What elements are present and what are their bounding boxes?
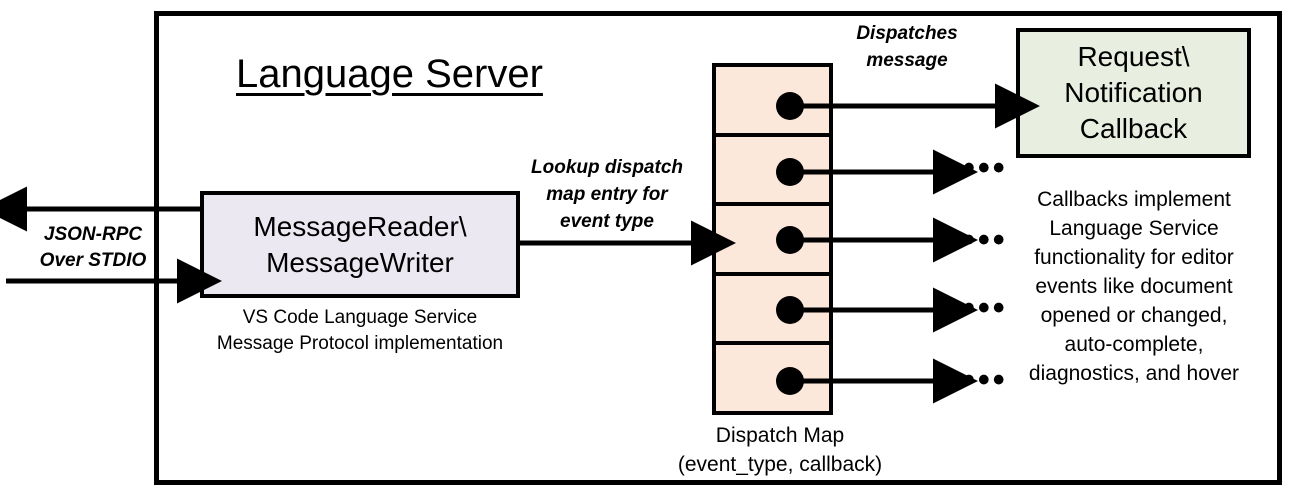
- request-notification-callback-box[interactable]: Request\ Notification Callback: [1016, 28, 1251, 158]
- dispatch-map-caption-line1: Dispatch Map: [715, 424, 845, 447]
- message-box-line1: MessageReader\: [253, 210, 467, 242]
- dispatch-map-caption-line2: (event_type, callback): [677, 453, 883, 476]
- dispatch-map-caption: Dispatch Map (event_type, callback): [640, 421, 920, 479]
- callback-desc-line2: Language Service: [1049, 217, 1219, 240]
- callback-desc-line7: diagnostics, and hover: [1028, 362, 1240, 385]
- message-box-line2: MessageWriter: [266, 246, 454, 278]
- dispatch-map-table[interactable]: [712, 63, 833, 415]
- callback-desc-line1: Callbacks implement: [1037, 188, 1231, 211]
- json-rpc-label-line2: Over STDIO: [39, 250, 147, 271]
- json-rpc-label-line1: JSON-RPC: [43, 224, 143, 245]
- message-box-caption-line2: Message Protocol implementation: [216, 333, 504, 354]
- lookup-label-line1: Lookup dispatch: [531, 157, 683, 178]
- page-title: Language Server: [236, 52, 543, 96]
- dispatch-map-row[interactable]: [716, 206, 829, 276]
- dispatches-message-label: Dispatches message: [832, 20, 982, 74]
- ellipsis-row-5: •••: [963, 361, 1008, 399]
- callback-desc-line4: events like document: [1035, 275, 1233, 298]
- ellipsis-row-4: •••: [963, 289, 1008, 327]
- lookup-label-line2: map entry for: [546, 184, 668, 205]
- lookup-dispatch-label: Lookup dispatch map entry for event type: [512, 154, 702, 235]
- ellipsis-row-2: •••: [963, 149, 1008, 187]
- callback-box-line3: Callback: [1079, 113, 1188, 144]
- callback-desc-line3: functionality for editor: [1034, 246, 1234, 269]
- dispatches-label-line2: message: [866, 50, 948, 71]
- message-box-caption-line1: VS Code Language Service: [242, 307, 478, 328]
- callback-description: Callbacks implement Language Service fun…: [1006, 185, 1262, 388]
- dispatch-map-row[interactable]: [716, 276, 829, 346]
- json-rpc-transport-label: JSON-RPC Over STDIO: [18, 222, 168, 274]
- dispatches-label-line1: Dispatches: [856, 23, 958, 44]
- callback-desc-line6: auto-complete,: [1064, 333, 1204, 356]
- dispatch-map-row[interactable]: [716, 345, 829, 411]
- lookup-label-line3: event type: [560, 211, 654, 232]
- callback-box-line1: Request\: [1077, 41, 1190, 72]
- message-box-caption: VS Code Language Service Message Protoco…: [190, 305, 530, 357]
- ellipsis-row-3: •••: [963, 221, 1008, 259]
- callback-desc-line5: opened or changed,: [1040, 304, 1228, 327]
- callback-box-line2: Notification: [1064, 77, 1203, 108]
- message-reader-writer-box[interactable]: MessageReader\ MessageWriter: [200, 191, 520, 298]
- dispatch-map-row[interactable]: [716, 67, 829, 137]
- language-server-boundary: [154, 11, 1282, 485]
- dispatch-map-row[interactable]: [716, 137, 829, 207]
